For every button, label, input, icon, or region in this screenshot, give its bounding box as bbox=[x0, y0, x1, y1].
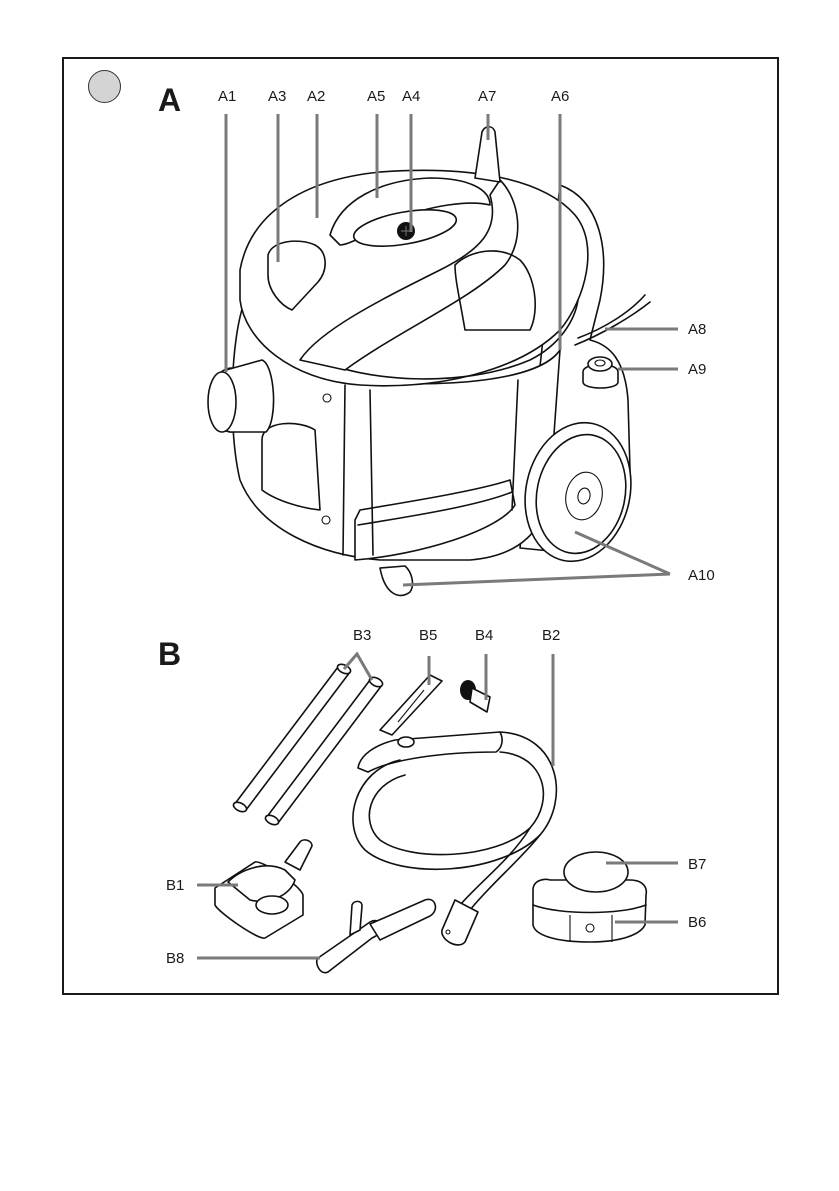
label-a3: A3 bbox=[268, 89, 286, 104]
label-b2: B2 bbox=[542, 628, 560, 643]
label-b3: B3 bbox=[353, 628, 371, 643]
accessories bbox=[215, 662, 646, 972]
label-a9: A9 bbox=[688, 362, 706, 377]
label-a4: A4 bbox=[402, 89, 420, 104]
label-a2: A2 bbox=[307, 89, 325, 104]
label-b7: B7 bbox=[688, 857, 706, 872]
label-b5: B5 bbox=[419, 628, 437, 643]
label-b1: B1 bbox=[166, 878, 184, 893]
label-a8: A8 bbox=[688, 322, 706, 337]
label-b6: B6 bbox=[688, 915, 706, 930]
label-a7: A7 bbox=[478, 89, 496, 104]
hose bbox=[353, 732, 556, 945]
crevice-nozzle bbox=[380, 675, 442, 735]
label-a10: A10 bbox=[688, 568, 715, 583]
label-a1: A1 bbox=[218, 89, 236, 104]
extension-tubes bbox=[232, 662, 384, 826]
label-b4: B4 bbox=[475, 628, 493, 643]
parquet-nozzle bbox=[317, 899, 436, 972]
label-a5: A5 bbox=[367, 89, 385, 104]
floor-nozzle bbox=[215, 840, 312, 938]
label-a6: A6 bbox=[551, 89, 569, 104]
vacuum-body bbox=[208, 127, 650, 596]
label-b8: B8 bbox=[166, 951, 184, 966]
filter-holder bbox=[533, 852, 646, 942]
